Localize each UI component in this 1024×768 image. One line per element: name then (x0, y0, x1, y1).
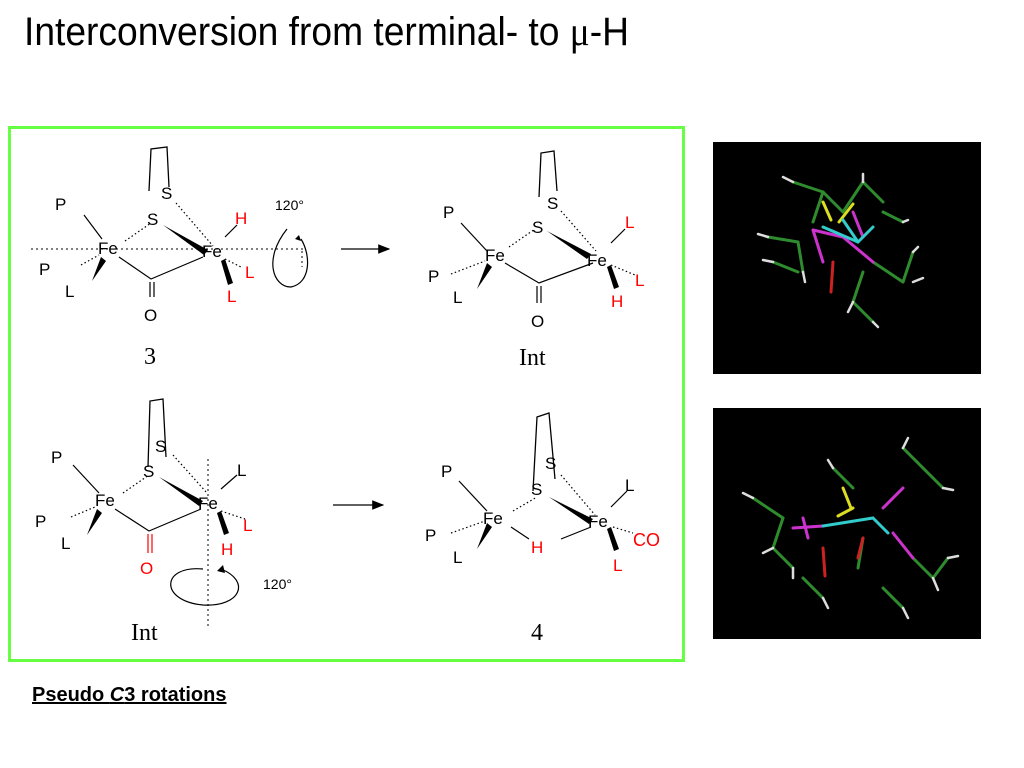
h-label: H (531, 538, 543, 557)
rotation-arrow (170, 568, 240, 606)
molecular-model-bottom (713, 408, 981, 639)
compound-label-3: 3 (144, 344, 156, 370)
s-label: S (547, 194, 558, 213)
o-label: O (531, 312, 544, 331)
l-label: L (245, 263, 254, 282)
h-label: H (221, 540, 233, 559)
s-label: S (143, 462, 154, 481)
l-label: L (453, 548, 462, 567)
co-label: CO (633, 530, 660, 550)
l-label: L (613, 556, 622, 575)
caption-prefix: Pseudo (32, 684, 110, 706)
caption: Pseudo C3 rotations (32, 684, 227, 707)
molecular-model-image (741, 436, 960, 620)
angle-label: 120° (263, 576, 292, 592)
fe-label: Fe (198, 494, 218, 513)
fe-label: Fe (587, 251, 607, 270)
fe-label: Fe (202, 242, 222, 261)
p-label: P (443, 203, 454, 222)
h-label: H (611, 292, 623, 311)
molecular-model-top (713, 142, 981, 374)
compound-label-int: Int (131, 620, 158, 646)
l-label: L (237, 461, 246, 480)
o-label: O (140, 559, 153, 578)
caption-suffix: 3 rotations (124, 684, 227, 706)
l-label: L (61, 534, 70, 553)
p-label: P (35, 512, 46, 531)
l-label: L (243, 516, 252, 535)
l-label: L (227, 287, 236, 306)
l-label: L (65, 282, 74, 301)
s-label: S (147, 210, 158, 229)
slide-title: Interconversion from terminal- to μ-H (24, 8, 629, 55)
l-label: L (625, 213, 634, 232)
compound-label-int: Int (519, 345, 546, 371)
reaction-scheme-panel: Fe Fe S S P P L O H L L 120° 3 (8, 126, 685, 662)
title-main: Interconversion from terminal- to (24, 10, 570, 54)
h-label: H (235, 209, 247, 228)
p-label: P (425, 526, 436, 545)
l-label: L (625, 476, 634, 495)
compound-label-4: 4 (531, 620, 543, 646)
s-label: S (545, 454, 556, 473)
s-label: S (531, 480, 542, 499)
title-suffix: -H (589, 10, 630, 54)
structure-int-bottom: Fe Fe S S P P L O L L H 120° Int (35, 398, 292, 646)
fe-label: Fe (485, 246, 505, 265)
title-mu: μ (569, 9, 590, 54)
s-label: S (155, 437, 166, 456)
reaction-scheme: Fe Fe S S P P L O H L L 120° 3 (31, 146, 660, 646)
l-label: L (453, 288, 462, 307)
structure-3: Fe Fe S S P P L O H L L 120° 3 (31, 146, 309, 370)
l-label: L (635, 271, 644, 290)
o-label: O (144, 306, 157, 325)
s-label: S (161, 184, 172, 203)
p-label: P (51, 448, 62, 467)
p-label: P (441, 462, 452, 481)
rotation-arrow (272, 228, 309, 288)
angle-label: 120° (275, 197, 304, 213)
fe-label: Fe (483, 509, 503, 528)
fe-label: Fe (95, 491, 115, 510)
fe-label: Fe (588, 512, 608, 531)
p-label: P (428, 267, 439, 286)
structure-4: Fe Fe S S P P L H L CO L 4 (425, 412, 660, 646)
p-label: P (39, 260, 50, 279)
molecular-model-image (756, 172, 925, 329)
p-label: P (55, 195, 66, 214)
fe-label: Fe (98, 239, 118, 258)
caption-italic: C (109, 684, 125, 706)
s-label: S (532, 218, 543, 237)
structure-int-top: Fe Fe S S P P L O L L H Int (428, 150, 644, 371)
